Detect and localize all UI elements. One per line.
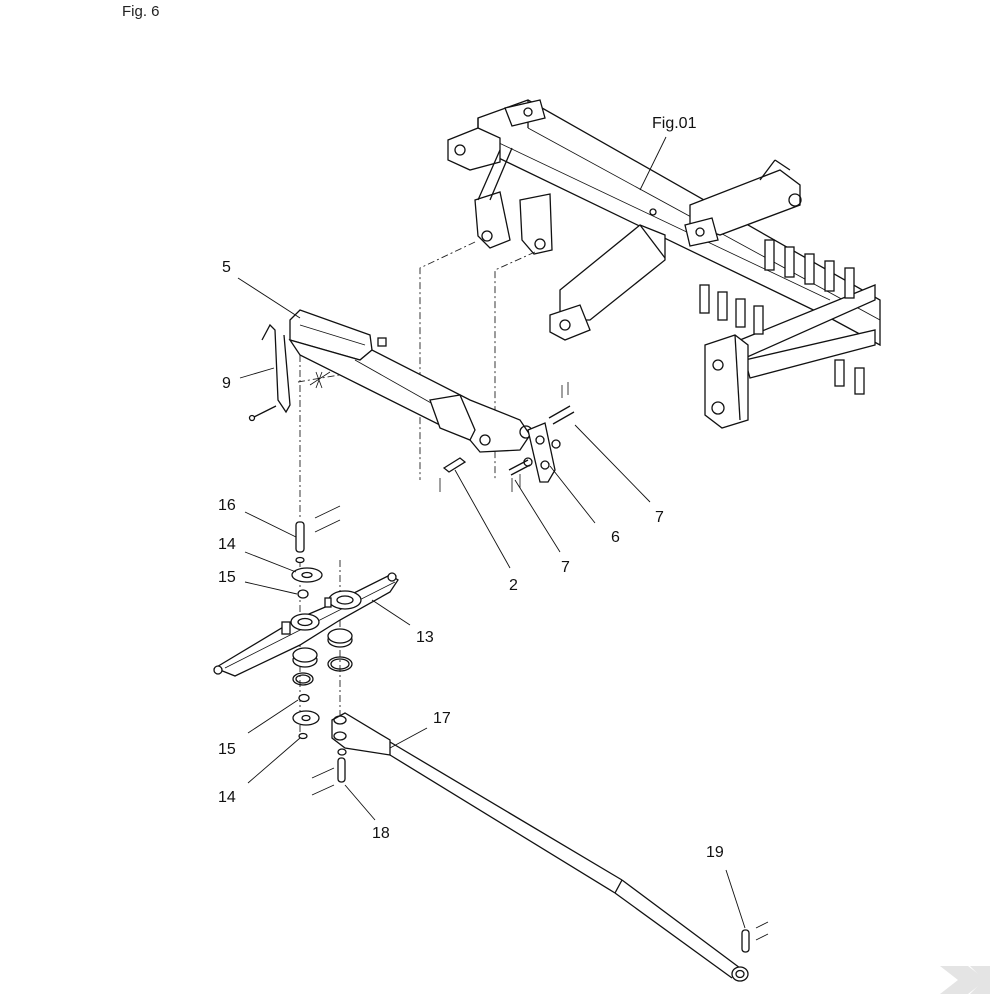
part-5-arm <box>288 309 533 453</box>
callout-6: 6 <box>611 529 620 546</box>
callout-7-upper: 7 <box>655 509 664 526</box>
callout-14-lower: 14 <box>218 789 236 806</box>
callout-labels: Fig.01 5 9 7 6 7 2 16 14 15 13 15 14 17 … <box>218 115 724 861</box>
callout-7-lower: 7 <box>561 559 570 576</box>
figure-label: Fig. 6 <box>122 3 160 20</box>
callout-9: 9 <box>222 375 231 392</box>
pins-upper <box>439 382 575 492</box>
part-9-strap <box>248 323 331 422</box>
part-13-crossbar <box>213 572 399 677</box>
alignment-lines <box>297 241 536 740</box>
brand-logo-icon <box>940 966 990 994</box>
upper-pin-stack <box>291 505 341 599</box>
bearing-stack <box>292 628 353 740</box>
callout-19: 19 <box>706 844 724 861</box>
callout-16: 16 <box>218 497 236 514</box>
pins-lower <box>311 748 769 953</box>
callout-18: 18 <box>372 825 390 842</box>
tine-row <box>699 239 865 395</box>
callout-2: 2 <box>509 577 518 594</box>
callout-15-upper: 15 <box>218 569 236 586</box>
main-frame-assembly <box>447 99 881 429</box>
part-6-plate <box>523 422 561 483</box>
callout-15-lower: 15 <box>218 741 236 758</box>
part-17-rod <box>331 712 749 982</box>
leader-lines <box>237 277 746 929</box>
callout-17: 17 <box>433 710 451 727</box>
reference-label-fig01: Fig.01 <box>652 115 697 132</box>
callout-13: 13 <box>416 629 434 646</box>
callout-5: 5 <box>222 259 231 276</box>
callout-14-upper: 14 <box>218 536 236 553</box>
